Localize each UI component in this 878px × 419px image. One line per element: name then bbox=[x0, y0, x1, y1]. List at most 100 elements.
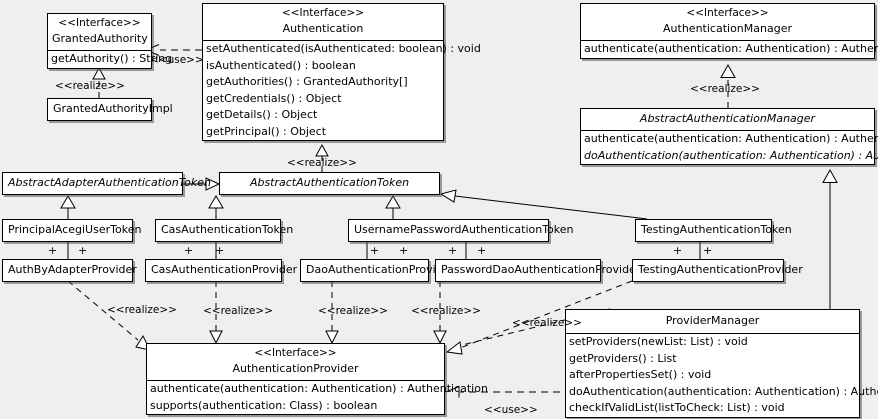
operation: getDetails() : Object bbox=[206, 108, 318, 121]
class-header: CasAuthenticationProvider bbox=[146, 260, 298, 281]
class-name: ProviderManager bbox=[665, 314, 760, 327]
class-name: PrincipalAcegiUserToken bbox=[8, 223, 142, 236]
class-provider-manager[interactable]: ProviderManager setProviders(newList: Li… bbox=[565, 309, 878, 418]
association-end-marker: + bbox=[184, 244, 194, 257]
class-header: ProviderManager bbox=[566, 310, 859, 334]
class-authentication-provider[interactable]: <<Interface>> AuthenticationProvider aut… bbox=[146, 343, 488, 415]
operation: isAuthenticated() : boolean bbox=[206, 58, 356, 72]
class-name: DaoAuthenticationProvider bbox=[306, 263, 454, 276]
edge-label-realize-providermanager: <<realize>> bbox=[512, 317, 582, 329]
class-abstract-authentication-manager[interactable]: AbstractAuthenticationManager authentica… bbox=[580, 108, 878, 165]
class-header: DaoAuthenticationProvider bbox=[301, 260, 454, 281]
operation: setProviders(newList: List) : void bbox=[569, 335, 748, 348]
class-username-password-authentication-token[interactable]: UsernamePasswordAuthenticationToken bbox=[348, 219, 574, 242]
class-header: AbstractAdapterAuthenticationToken bbox=[3, 173, 211, 194]
class-name: GrantedAuthority bbox=[52, 32, 148, 45]
operation: afterPropertiesSet() : void bbox=[569, 368, 712, 381]
class-header: CasAuthenticationToken bbox=[156, 220, 294, 241]
operation: authenticate(authentication: Authenticat… bbox=[584, 42, 878, 55]
class-auth-by-adapter-provider[interactable]: AuthByAdapterProvider bbox=[2, 259, 137, 282]
operation: supports(authentication: Class) : boolea… bbox=[150, 398, 378, 412]
class-name: AbstractAuthenticationManager bbox=[639, 112, 816, 125]
operation: authenticate(authentication: Authenticat… bbox=[150, 382, 488, 395]
class-header: GrantedAuthorityImpl bbox=[48, 99, 173, 120]
edge-label-use-providermanager-authenticationprovider: <<use>> bbox=[484, 404, 538, 416]
class-cas-authentication-provider[interactable]: CasAuthenticationProvider bbox=[145, 259, 298, 282]
class-authentication-manager[interactable]: <<Interface>> AuthenticationManager auth… bbox=[580, 3, 878, 59]
association-end-marker: + bbox=[703, 244, 713, 257]
edge-testingauthenticationtoken-extends-abstractauthenticationtoken bbox=[439, 189, 648, 220]
class-header: PasswordDaoAuthenticationProvider bbox=[436, 260, 641, 281]
class-granted-authority-impl[interactable]: GrantedAuthorityImpl bbox=[47, 98, 173, 121]
class-testing-authentication-provider[interactable]: TestingAuthenticationProvider bbox=[632, 259, 803, 282]
class-name: AbstractAuthenticationToken bbox=[249, 176, 410, 189]
edge-label-realize-abstractauthenticationtoken: <<realize>> bbox=[287, 157, 357, 169]
class-abstract-authentication-token[interactable]: AbstractAuthenticationToken bbox=[219, 172, 440, 195]
operation: authenticate(authentication: Authenticat… bbox=[584, 132, 878, 145]
edge-usernamepasswordtoken-extends-abstractauthenticationtoken bbox=[385, 195, 401, 219]
association-end-marker: + bbox=[673, 244, 683, 257]
class-testing-authentication-token[interactable]: TestingAuthenticationToken bbox=[635, 219, 792, 242]
operations-compartment: setAuthenticated(isAuthenticated: boolea… bbox=[203, 41, 481, 140]
class-abstract-adapter-authentication-token[interactable]: AbstractAdapterAuthenticationToken bbox=[2, 172, 211, 195]
class-header: TestingAuthenticationToken bbox=[636, 220, 792, 241]
class-name: TestingAuthenticationToken bbox=[641, 223, 792, 236]
class-name: TestingAuthenticationProvider bbox=[638, 263, 803, 276]
class-name: AbstractAdapterAuthenticationToken bbox=[8, 176, 211, 189]
operation: checkIfValidList(listToCheck: List) : vo… bbox=[569, 401, 785, 414]
association-end-marker: + bbox=[477, 244, 487, 257]
association-end-marker: + bbox=[215, 244, 225, 257]
class-name: AuthByAdapterProvider bbox=[8, 263, 137, 276]
edge-principalacegiusertoken-extends-abstractadapter bbox=[60, 195, 76, 219]
class-granted-authority[interactable]: <<Interface>> GrantedAuthority getAuthor… bbox=[47, 13, 173, 69]
operations-compartment: authenticate(authentication: Authenticat… bbox=[581, 41, 878, 58]
operation: doAuthentication(authentication: Authent… bbox=[584, 148, 878, 162]
stereotype-label: <<Interface>> bbox=[281, 7, 365, 19]
class-cas-authentication-token[interactable]: CasAuthenticationToken bbox=[155, 219, 294, 242]
class-authentication[interactable]: <<Interface>> Authentication setAuthenti… bbox=[202, 3, 481, 141]
class-name: AuthenticationProvider bbox=[232, 362, 359, 375]
class-header: UsernamePasswordAuthenticationToken bbox=[349, 220, 574, 241]
class-name: UsernamePasswordAuthenticationToken bbox=[354, 223, 574, 236]
edge-label-realize-daoauthenticationprovider: <<realize>> bbox=[318, 305, 388, 317]
operations-compartment: getAuthority() : String bbox=[48, 51, 173, 68]
class-name: AuthenticationManager bbox=[663, 22, 792, 35]
class-name: CasAuthenticationToken bbox=[161, 223, 294, 236]
association-end-marker: + bbox=[78, 244, 88, 257]
association-end-marker: + bbox=[448, 244, 458, 257]
association-end-marker: + bbox=[399, 244, 409, 257]
operation: doAuthentication(authentication: Authent… bbox=[569, 384, 878, 398]
edge-label-use-authentication-grantedauthority: <<use>> bbox=[150, 54, 204, 66]
class-name: GrantedAuthorityImpl bbox=[53, 102, 173, 115]
class-password-dao-authentication-provider[interactable]: PasswordDaoAuthenticationProvider bbox=[435, 259, 641, 282]
operation: getProviders() : List bbox=[569, 351, 677, 365]
operation: getAuthorities() : GrantedAuthority[] bbox=[206, 75, 408, 88]
class-principal-acegi-user-token[interactable]: PrincipalAcegiUserToken bbox=[2, 219, 142, 242]
operation: getAuthority() : String bbox=[51, 52, 173, 65]
association-end-marker: + bbox=[370, 244, 380, 257]
operation: getCredentials() : Object bbox=[206, 91, 342, 105]
class-header: <<Interface>> Authentication bbox=[203, 4, 443, 41]
association-end-marker: + bbox=[48, 244, 58, 257]
edge-label-realize-abstractauthenticationmanager: <<realize>> bbox=[690, 83, 760, 95]
edge-casauthenticationtoken-extends-abstractauthenticationtoken bbox=[208, 195, 224, 219]
class-header: TestingAuthenticationProvider bbox=[633, 260, 803, 281]
stereotype-label: <<Interface>> bbox=[254, 347, 337, 359]
class-name: Authentication bbox=[282, 22, 364, 35]
class-name: PasswordDaoAuthenticationProvider bbox=[441, 263, 641, 276]
operation: setAuthenticated(isAuthenticated: boolea… bbox=[206, 42, 481, 55]
stereotype-label: <<Interface>> bbox=[58, 17, 141, 29]
class-header: PrincipalAcegiUserToken bbox=[3, 220, 142, 241]
edge-label-realize-authbyadapterprovider: <<realize>> bbox=[107, 304, 177, 316]
class-header: AbstractAuthenticationToken bbox=[220, 173, 439, 194]
edge-providermanager-extends-abstractauthenticationmanager bbox=[822, 168, 838, 309]
class-header: <<Interface>> AuthenticationManager bbox=[581, 4, 874, 41]
edge-label-realize-casauthenticationprovider: <<realize>> bbox=[203, 305, 273, 317]
class-header: <<Interface>> GrantedAuthority bbox=[48, 14, 151, 51]
class-dao-authentication-provider[interactable]: DaoAuthenticationProvider bbox=[300, 259, 454, 282]
class-name: CasAuthenticationProvider bbox=[151, 263, 298, 276]
class-header: AuthByAdapterProvider bbox=[3, 260, 137, 281]
edge-label-realize-passworddaoprovider: <<realize>> bbox=[411, 305, 481, 317]
operations-compartment: authenticate(authentication: Authenticat… bbox=[581, 131, 878, 164]
